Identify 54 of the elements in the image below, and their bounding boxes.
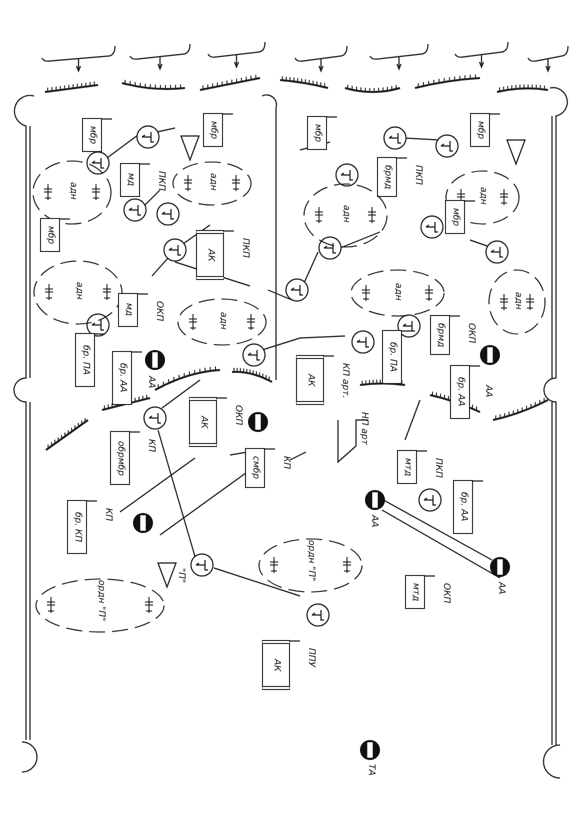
unit-label: мбр: [312, 124, 322, 142]
unit-label: ордн "П": [305, 540, 316, 581]
post-label: ОКП: [232, 405, 243, 426]
unit-label: мбр: [86, 126, 98, 144]
unit-label: мбр: [450, 208, 460, 226]
symbol-label: АА: [145, 376, 156, 388]
unit-label: адн: [477, 186, 488, 204]
unit-label: мбр: [44, 226, 56, 244]
unit-label: адн: [512, 292, 523, 310]
symbol-label: АА: [482, 385, 493, 398]
post-label: ОКП: [440, 583, 451, 604]
unit-label: ордн "П": [95, 580, 106, 621]
unit-label: бр. АА: [454, 377, 466, 407]
unit-label: АК: [270, 658, 282, 672]
post-label: ПКП: [432, 458, 443, 478]
unit-label: бр. КП: [72, 512, 82, 542]
unit-label: адн: [340, 204, 351, 222]
unit-label: брмд: [382, 164, 392, 190]
post-label: КП арт.: [339, 363, 350, 398]
unit-label: мд: [124, 173, 136, 186]
unit-label: АК: [198, 416, 208, 428]
post-label: КП: [102, 508, 113, 522]
post-label: ППУ: [305, 648, 316, 668]
unit-label: бр. ПА: [80, 345, 90, 375]
unit-label: адн: [392, 282, 403, 300]
post-label: ПКП: [239, 238, 250, 258]
symbol-label: АА: [495, 582, 506, 594]
unit-label: мтд: [410, 582, 420, 602]
unit-label: бр. АА: [458, 492, 468, 522]
symbol-label: АА: [368, 515, 379, 528]
unit-label: мбр: [208, 120, 218, 140]
post-label: КП: [280, 456, 291, 470]
unit-label: АК: [204, 248, 216, 262]
unit-label: мтд: [402, 458, 412, 476]
symbol-label: НП арт: [358, 412, 369, 445]
unit-label: мд: [122, 303, 134, 316]
post-label: ПКП: [155, 171, 166, 191]
symbol-label: "П": [175, 568, 186, 584]
unit-label: обрмбр: [114, 440, 126, 476]
symbol-label: ТА: [365, 764, 376, 776]
post-label: ПКП: [412, 165, 423, 185]
unit-label: бр. АА: [116, 363, 128, 393]
unit-label: адн: [217, 312, 228, 330]
unit-label: бр. ПА: [386, 342, 398, 372]
unit-label: адн: [73, 282, 84, 300]
unit-label: брмд: [434, 322, 446, 348]
unit-label: адн: [207, 172, 218, 190]
unit-label: АК: [304, 374, 316, 386]
unit-label: адн: [67, 182, 78, 200]
unit-label: смбр: [250, 456, 260, 480]
unit-label: мбр: [474, 120, 486, 140]
post-label: ОКП: [153, 301, 164, 322]
post-label: КП: [145, 439, 156, 452]
post-label: ОКП: [465, 323, 476, 344]
